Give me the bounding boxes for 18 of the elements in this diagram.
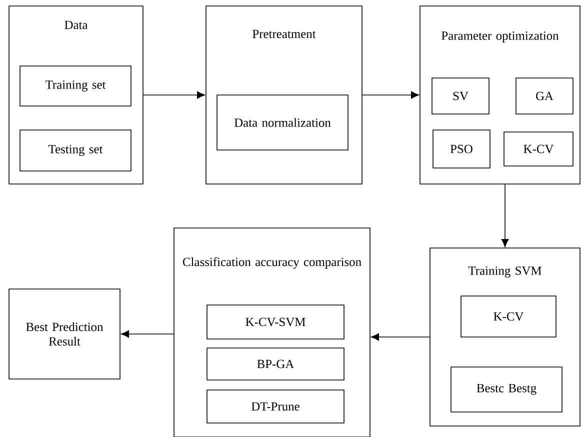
process-box: Testing set [20,130,132,172]
process-box: Bestc Bestg [450,366,562,412]
process-box: K-CV-SVM [206,304,344,340]
process-box: GA [516,78,574,114]
process-box: Training set [20,66,132,106]
arrow [371,333,430,341]
process-box: PSO [432,130,490,168]
arrow [501,184,509,247]
arrow [362,91,419,99]
process-box: SV [432,78,490,114]
process-box: DT-Prune [206,390,344,424]
arrow [121,330,174,338]
process-box: BP-GA [206,348,344,380]
process-box: K-CV [504,132,574,166]
process-box: Best Prediction Result [8,288,120,380]
arrow [142,91,205,99]
process-box: Data normalization [216,94,348,150]
process-box: K-CV [460,296,556,338]
